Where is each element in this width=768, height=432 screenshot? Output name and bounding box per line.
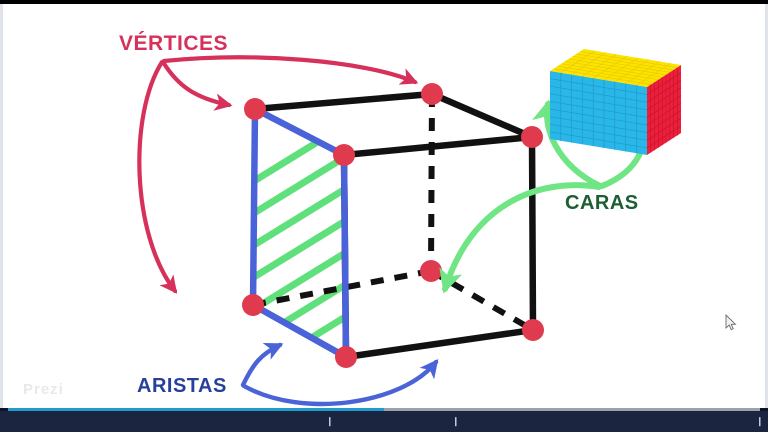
video-control-bar: ❙ ❙ ❙	[0, 411, 768, 432]
video-progress-bar[interactable]	[8, 408, 760, 411]
letterbox-right	[765, 4, 768, 408]
vertices-arrows	[137, 55, 419, 294]
hidden-edges	[252, 93, 535, 333]
letterbox-left	[0, 4, 3, 408]
label-caras: CARAS	[565, 192, 639, 214]
vertex-dot	[421, 83, 443, 105]
arrow-to-bottom-edge	[241, 359, 439, 407]
highlighted-edges	[249, 105, 350, 361]
arrow-to-bottom-left-vertex	[137, 59, 178, 294]
vertex-dot	[420, 260, 442, 282]
vertex-dot	[333, 144, 355, 166]
video-stage: VÉRTICES ARISTAS CARAS Prezi	[3, 4, 765, 408]
label-aristas: ARISTAS	[137, 375, 227, 397]
video-control-bar-inner: ❙ ❙ ❙	[0, 411, 768, 432]
vertex-dot	[242, 294, 264, 316]
label-vertices: VÉRTICES	[119, 32, 229, 55]
letterbox-top	[0, 0, 768, 4]
arrow-to-top-front-vertex	[160, 59, 233, 111]
video-progress-fill	[8, 408, 384, 411]
vertex-dot	[244, 98, 266, 120]
rubiks-right-face	[647, 65, 681, 155]
prezi-watermark: Prezi	[23, 381, 64, 398]
next-button[interactable]: ❙	[452, 416, 460, 426]
rubiks-front-face	[550, 71, 647, 155]
cube-vertices	[242, 83, 544, 368]
arrow-to-cube-interior-face	[439, 182, 602, 294]
vertex-dot	[521, 126, 543, 148]
geometry-diagram	[137, 49, 682, 407]
rubiks-cube-image	[549, 49, 682, 155]
aristas-arrows	[240, 342, 439, 407]
arrow-to-left-edge	[240, 342, 284, 388]
arrow-to-rubiks-front-face	[532, 99, 603, 189]
vertex-dot	[335, 346, 357, 368]
play-pause-button[interactable]: ❙	[326, 416, 334, 426]
mouse-cursor	[725, 314, 737, 331]
vertex-dot	[522, 319, 544, 341]
arrow-to-top-back-vertex	[161, 55, 419, 85]
fullscreen-button[interactable]: ❙	[756, 416, 764, 426]
